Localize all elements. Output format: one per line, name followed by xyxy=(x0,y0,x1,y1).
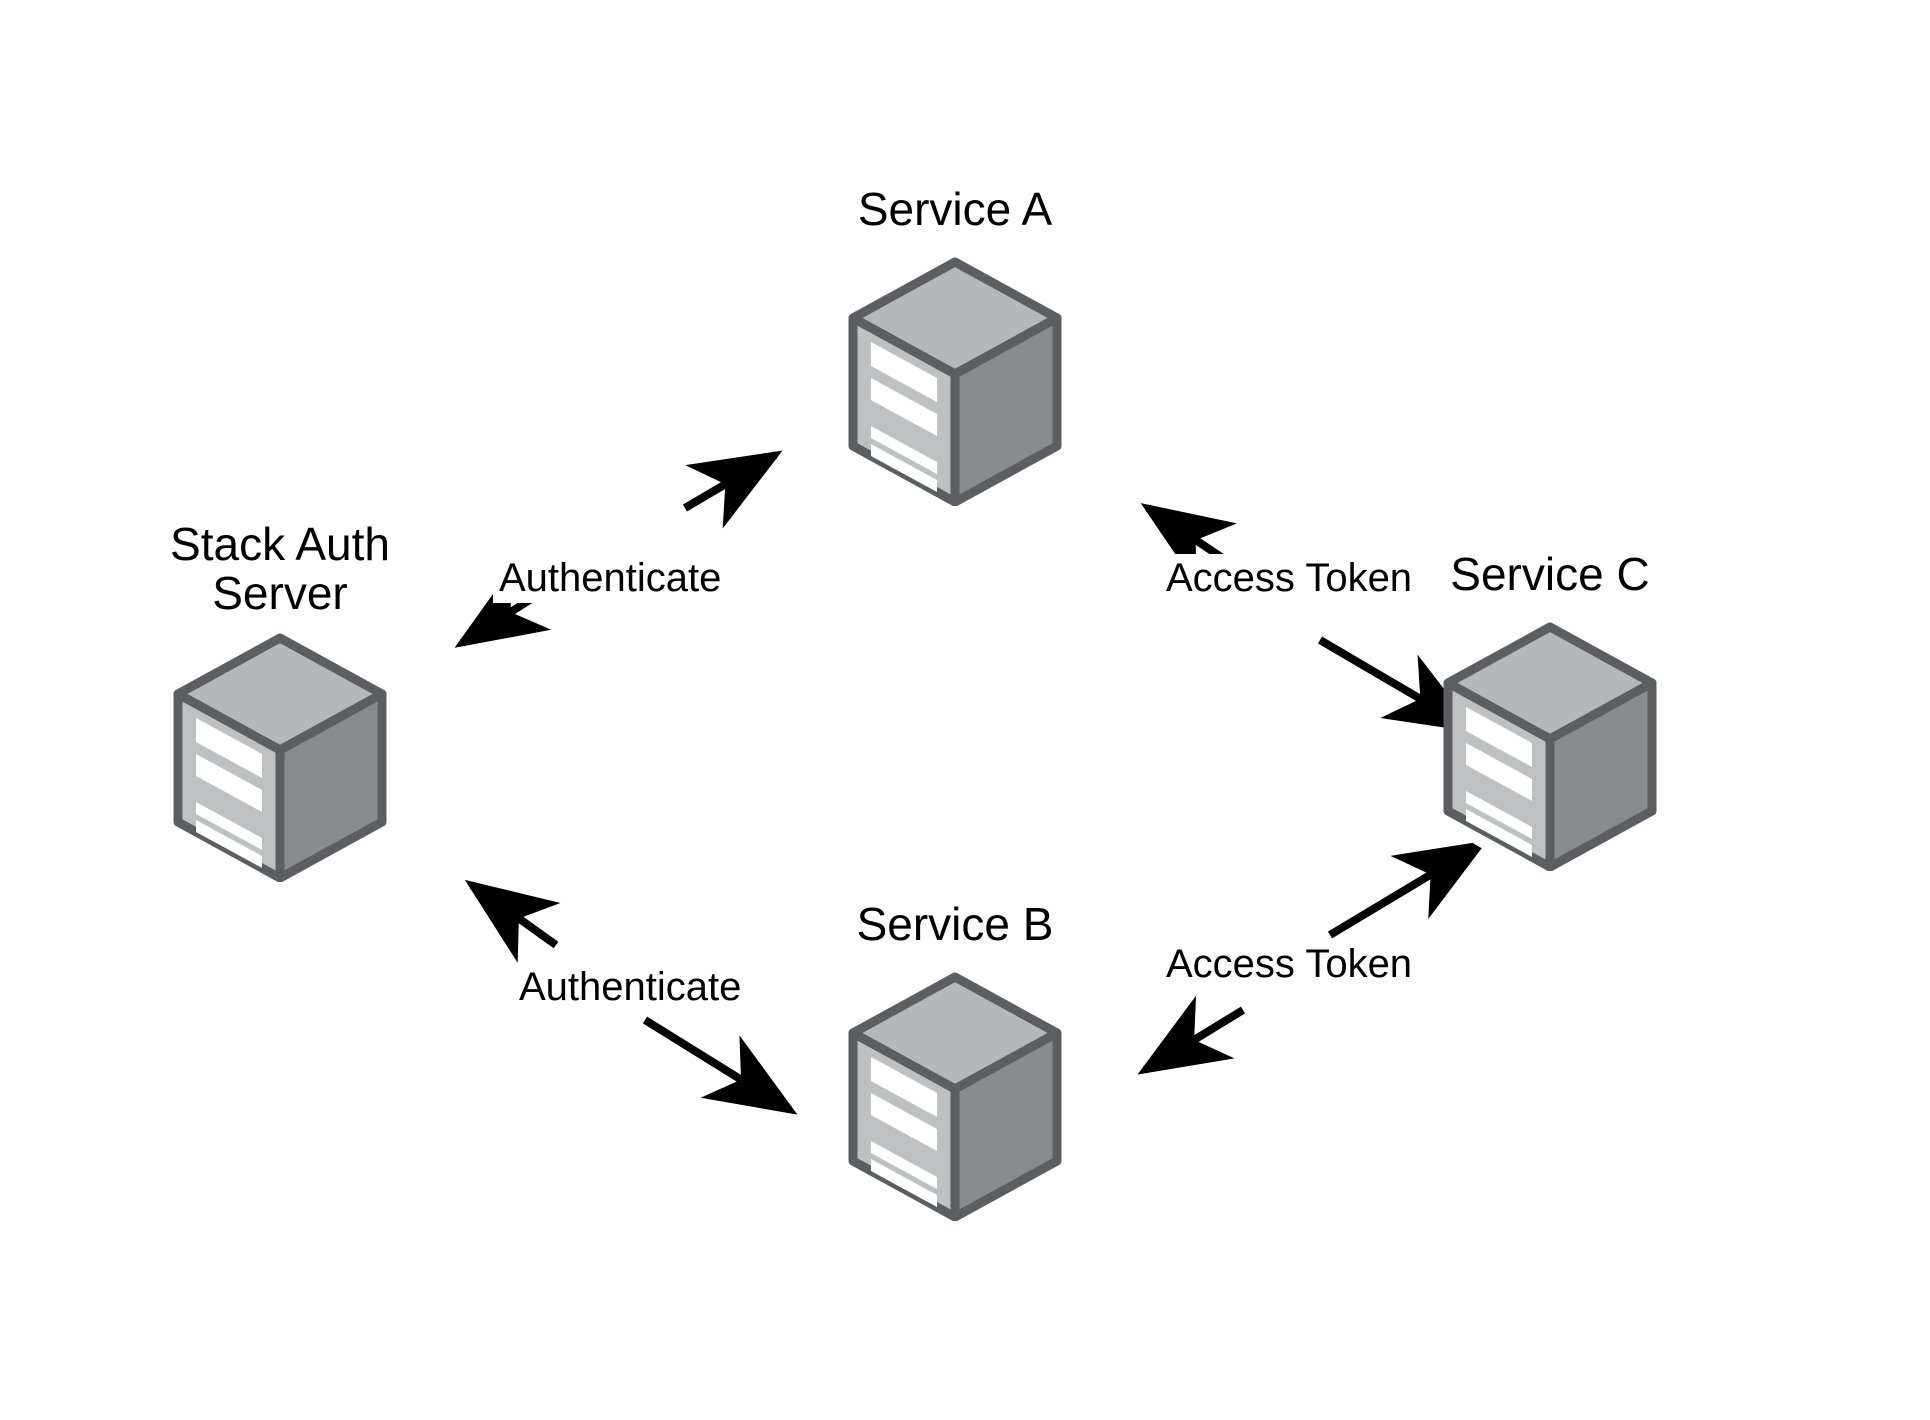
node-stack-auth-server[interactable]: Stack Auth Server xyxy=(120,520,440,882)
server-tower-icon xyxy=(848,972,1062,1221)
node-label-service-a: Service A xyxy=(857,183,1053,235)
node-service-c[interactable]: Service C xyxy=(1385,550,1715,871)
edge-label-authenticate-b: Authenticate xyxy=(513,963,748,1012)
node-label-service-b: Service B xyxy=(856,898,1054,950)
edge-label-access-token-a-c: Access Token xyxy=(1160,554,1419,603)
server-tower-icon xyxy=(848,257,1062,506)
node-service-a[interactable]: Service A xyxy=(790,185,1120,506)
edge-authenticate-service-a xyxy=(454,450,783,648)
edge-label-access-token-b-c: Access Token xyxy=(1160,940,1419,989)
node-service-b[interactable]: Service B xyxy=(790,900,1120,1221)
node-label-stack-auth-server: Stack Auth Server xyxy=(170,518,390,619)
edge-label-authenticate-a: Authenticate xyxy=(493,554,728,603)
server-tower-icon xyxy=(1443,622,1657,871)
server-tower-icon xyxy=(173,633,387,882)
node-label-service-c: Service C xyxy=(1450,548,1650,600)
